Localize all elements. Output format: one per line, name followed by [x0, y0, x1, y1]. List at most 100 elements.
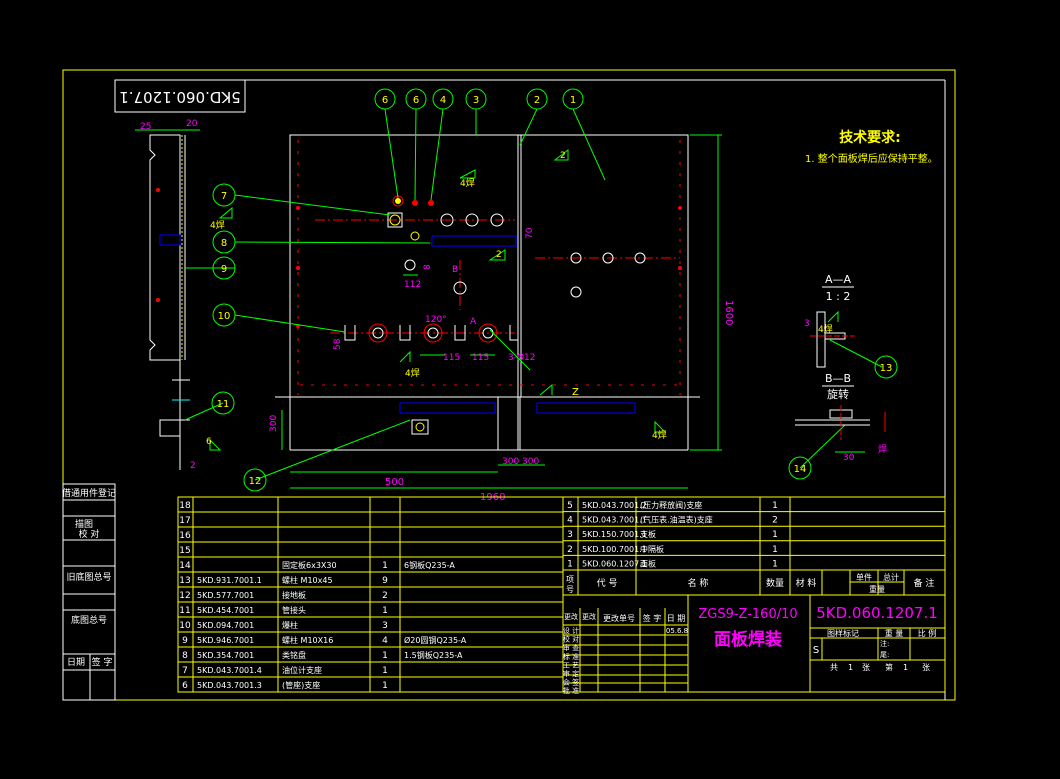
tech-req-title: 技术要求: — [839, 129, 901, 146]
bom-right-name: (压力释放阀)支座 — [640, 500, 702, 510]
bom-left-name: 螺柱 M10x45 — [282, 575, 333, 585]
bom-left-material: Ø20圆钢Q235-A — [404, 635, 467, 645]
dim-300c: 300 — [522, 457, 539, 467]
hdr-code: 代 号 — [597, 578, 618, 589]
bom-left-no: 15 — [179, 546, 190, 556]
bb-dim: 30 — [843, 453, 855, 463]
section-bb-view — [795, 405, 886, 453]
sheet-info: 共 1 张 第 1 张 — [830, 662, 930, 672]
dim-A: A — [470, 317, 477, 327]
drawing-number: 5KD.060.1207.1 — [816, 604, 938, 622]
balloon-12: 12 — [249, 476, 262, 487]
bom-left-code: 5KD.094.7001 — [197, 621, 254, 630]
section-aa-scale: 1 : 2 — [826, 290, 851, 303]
balloon-6b: 6 — [413, 95, 419, 106]
approval-role: 标 准 — [563, 652, 579, 661]
balloon-13-circle — [874, 355, 898, 379]
dim-500: 500 — [385, 477, 404, 488]
bom-right-qty: 1 — [772, 501, 778, 511]
bom-left-qty: 4 — [382, 636, 388, 646]
dim-115a: 115 — [443, 353, 460, 363]
balloon-14-circle — [788, 456, 812, 480]
rev-mark: 更改 — [564, 612, 578, 621]
weld-mark-3: 4焊 — [405, 367, 420, 379]
outer-frame — [62, 69, 956, 701]
bom-right-no: 1 — [567, 559, 573, 569]
hdr-material: 材 料 — [796, 577, 817, 589]
tech-req-item-1: 1. 整个面板焊后应保持平整。 — [805, 152, 938, 165]
drawing-name: 面板焊装 — [714, 629, 782, 650]
bom-left-material: 6钢板Q235-A — [404, 560, 455, 570]
hdr-name: 名 称 — [688, 577, 709, 589]
hdr-weight: 重量 — [869, 584, 885, 594]
bom-left-no: 16 — [179, 531, 191, 541]
dim-300b: 300 — [502, 457, 519, 467]
weld-mark-6: 2 — [496, 250, 502, 260]
bom-left-qty: 1 — [382, 606, 388, 616]
stamp-borrowed: 借通用件登记 — [62, 487, 116, 499]
stamp-trace: 描图 — [75, 518, 93, 530]
hdr-unit: 单件 — [856, 572, 872, 582]
bom-left-name: 固定板6x3X30 — [282, 560, 337, 570]
bom-right-code: 5KD.043.7001.1 — [582, 516, 647, 525]
revision-header: 更改 更改 更改单号 签 字 日 期 — [564, 612, 685, 623]
bom-left-qty: 1 — [382, 681, 388, 691]
bom-left-code: 5KD.354.7001 — [197, 651, 254, 660]
bom-left-no: 8 — [182, 651, 188, 661]
hdr-no2: 号 — [566, 585, 574, 594]
bom-left-no: 7 — [182, 666, 188, 676]
dim-58: 58 — [333, 338, 343, 350]
balloon-4: 4 — [440, 95, 446, 106]
bom-right-name: 支板 — [640, 529, 656, 539]
side-mark-6: 6 — [206, 437, 212, 447]
remark-1: 注: — [880, 639, 889, 648]
bom-right-code: 5KD.150.7001.1 — [582, 530, 647, 539]
bom-left-qty: 9 — [382, 576, 388, 586]
bom-left-no: 12 — [179, 591, 190, 601]
bom-left-code: 5KD.946.7001 — [197, 636, 254, 645]
bom-left-no: 17 — [179, 516, 190, 526]
weld-mark-4: 4焊 — [652, 429, 667, 441]
dim-112: 112 — [404, 280, 421, 290]
bom-left-no: 13 — [179, 576, 190, 586]
balloon-1: 1 — [570, 95, 576, 106]
leader-lines — [184, 108, 883, 481]
sheet-no-unit: 张 — [922, 663, 930, 672]
approval-role: 审 查 — [563, 643, 579, 652]
dim-115b: 115 — [472, 353, 489, 363]
section-aa-label: A—A — [825, 273, 852, 286]
balloon-3: 3 — [473, 95, 479, 106]
stage-value: S — [813, 645, 819, 656]
stamp-sign: 签 字 — [92, 656, 113, 668]
balloons-left: 7 8 9 10 11 12 — [211, 183, 267, 492]
bom-left-no: 10 — [179, 621, 191, 631]
rev-order: 更改单号 — [603, 613, 635, 623]
bom-right-no: 2 — [567, 545, 573, 555]
hdr-total: 总计 — [883, 572, 899, 582]
bom-left-code: 5KD.043.7001.3 — [197, 681, 262, 690]
bom-right-no: 3 — [567, 530, 573, 540]
bom-left-material: 1.5钢板Q235-A — [404, 650, 463, 660]
balloon-7: 7 — [221, 191, 227, 202]
bom-left-code: 5KD.454.7001 — [197, 606, 254, 615]
bom-left-name: (管座)支座 — [282, 680, 320, 690]
main-panel — [275, 134, 700, 451]
dim-3holes: 3-Ø12 — [508, 352, 536, 363]
bom-left-name: 类铭盘 — [282, 650, 306, 660]
approval-role: 设 计 — [563, 626, 579, 635]
dim-B: B — [452, 265, 458, 275]
bom-right-no: 5 — [567, 501, 573, 511]
model-text: ZGS9-Z-160/10 — [698, 607, 797, 622]
bom-left-qty: 2 — [382, 591, 388, 601]
weld-mark-2: 4焊 — [210, 219, 225, 231]
remark-2: 尾: — [880, 651, 889, 659]
stamp-date: 日期 — [67, 657, 85, 668]
bom-left-name: 油位计支座 — [282, 665, 322, 675]
bom-right-name: 面板 — [640, 558, 656, 568]
bom-left-grid — [177, 496, 564, 693]
bom-left-qty: 1 — [382, 666, 388, 676]
sheet-total: 1 — [848, 663, 853, 672]
